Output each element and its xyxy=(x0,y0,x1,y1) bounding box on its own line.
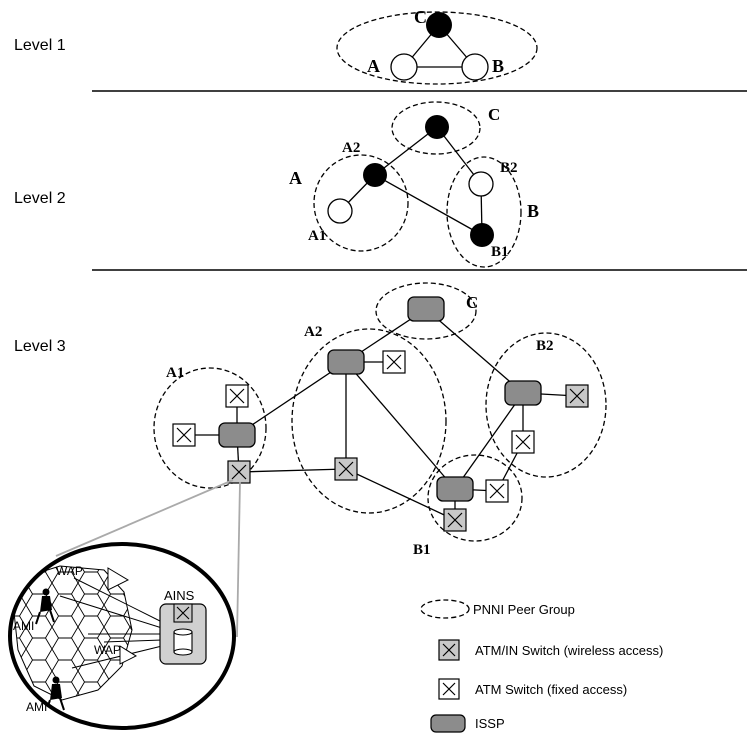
label-c-level1: C xyxy=(414,7,427,27)
label-a2-level2: A2 xyxy=(342,140,360,156)
node-c-level2 xyxy=(425,115,449,139)
legend-peer-group-symbol xyxy=(420,599,470,619)
wireless-switch-a2 xyxy=(334,457,358,481)
peer-group-level1 xyxy=(336,11,538,85)
node-a1-level2 xyxy=(327,198,353,224)
peer-group-a-level2 xyxy=(313,154,409,252)
legend-fixed-switch-symbol xyxy=(438,678,460,700)
legend-issp-label: ISSP xyxy=(475,716,505,731)
level-3-title: Level 3 xyxy=(14,338,66,355)
wireless-switch-b2 xyxy=(565,384,589,408)
peer-group-a1-level3 xyxy=(153,367,267,489)
issp-node-a2 xyxy=(327,349,365,375)
label-b-level1: B xyxy=(492,56,504,76)
label-wap-mid: WAP xyxy=(94,643,121,657)
issp-node-b1 xyxy=(436,476,474,502)
node-b2-level2 xyxy=(468,171,494,197)
label-a2-level3: A2 xyxy=(304,324,322,340)
label-b2-level2: B2 xyxy=(500,160,518,176)
database-icon xyxy=(173,628,193,656)
mobile-terminal-icon-top xyxy=(35,588,55,625)
fixed-switch-a1-top xyxy=(225,384,249,408)
level-2-title: Level 2 xyxy=(14,190,66,207)
level-1-title: Level 1 xyxy=(14,37,66,54)
access-network-inset: WAP WAP AMI AMI AINS xyxy=(8,542,236,730)
node-a-level1 xyxy=(390,53,418,81)
zoom-line-right xyxy=(236,481,241,638)
node-b-level1 xyxy=(461,53,489,81)
label-a-level1: A xyxy=(367,56,380,76)
issp-node-b2 xyxy=(504,380,542,406)
label-ains: AINS xyxy=(164,588,195,603)
ains-switch-icon xyxy=(173,603,193,623)
label-b1-level3: B1 xyxy=(413,542,431,558)
node-a2-level2 xyxy=(363,163,387,187)
wap-triangle-mid xyxy=(119,645,138,665)
peer-group-b1-level3 xyxy=(427,454,523,542)
legend-atm-in-switch-label: ATM/IN Switch (wireless access) xyxy=(475,643,663,658)
issp-node-c xyxy=(407,296,445,322)
label-b1-level2: B1 xyxy=(491,244,509,260)
fixed-switch-b2 xyxy=(511,430,535,454)
zoom-line-left xyxy=(55,479,234,557)
level-3-graph: C A2 A1 B2 B1 xyxy=(153,282,607,558)
fixed-switch-a2 xyxy=(382,350,406,374)
label-wap-top: WAP xyxy=(56,564,83,578)
label-b2-level3: B2 xyxy=(536,338,554,354)
label-a1-level2: A1 xyxy=(308,228,326,244)
legend: PNNI Peer Group ATM/IN Switch (wireless … xyxy=(420,599,663,733)
label-a-level2: A xyxy=(289,168,302,188)
legend-atm-switch-label: ATM Switch (fixed access) xyxy=(475,682,627,697)
inset-border xyxy=(8,542,236,730)
legend-wireless-switch-symbol xyxy=(438,639,460,661)
peer-group-b2-level3 xyxy=(485,332,607,478)
legend-peer-group-label: PNNI Peer Group xyxy=(473,602,575,617)
node-c-level1 xyxy=(426,12,452,38)
wap-triangle-top xyxy=(107,567,130,591)
issp-node-a1 xyxy=(218,422,256,448)
label-ami-top: AMI xyxy=(13,619,34,633)
label-a1-level3: A1 xyxy=(166,365,184,381)
wireless-switch-b1 xyxy=(443,508,467,532)
label-c-level3: C xyxy=(466,293,478,312)
legend-issp-symbol xyxy=(430,714,466,733)
level-1-graph: C A B xyxy=(336,7,538,85)
peer-group-c-level2 xyxy=(391,101,481,155)
wireless-switch-a1 xyxy=(227,460,251,484)
cellular-hex-grid xyxy=(13,565,207,713)
peer-group-a2-level3 xyxy=(291,328,447,514)
node-b1-level2 xyxy=(470,223,494,247)
level-2-graph: C A2 A A1 B2 B B1 xyxy=(289,101,539,268)
label-b-level2: B xyxy=(527,201,539,221)
fixed-switch-a1-left xyxy=(172,423,196,447)
peer-group-c-level3 xyxy=(375,282,477,340)
label-c-level2: C xyxy=(488,105,500,124)
label-ami-bottom: AMI xyxy=(26,700,47,714)
fixed-switch-b1 xyxy=(485,479,509,503)
peer-group-b-level2 xyxy=(446,156,522,268)
